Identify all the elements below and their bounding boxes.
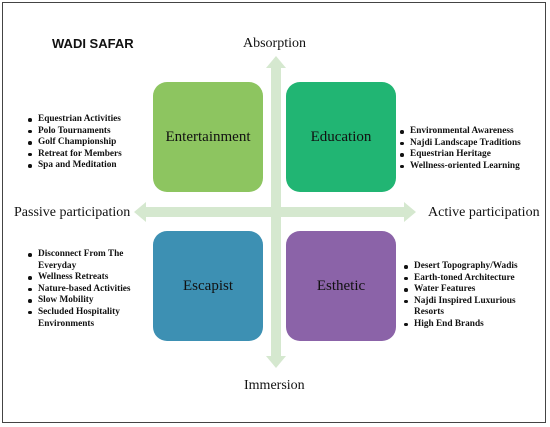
- list-item: Environmental Awareness: [398, 126, 544, 138]
- list-item: Spa and Meditation: [26, 160, 146, 172]
- quadrant-escapist: Escapist: [153, 231, 263, 341]
- quadrant-label: Entertainment: [165, 128, 251, 145]
- list-item: Nature-based Activities: [26, 284, 148, 296]
- axis-label-right: Active participation: [428, 205, 540, 220]
- list-item: Secluded Hospitality Environments: [26, 307, 148, 330]
- vertical-axis-arrow: [266, 56, 286, 368]
- list-item: Earth-toned Architecture: [402, 273, 540, 285]
- list-item: Slow Mobility: [26, 295, 148, 307]
- education-list: Environmental Awareness Najdi Landscape …: [398, 126, 544, 172]
- list-item: Equestrian Heritage: [398, 149, 544, 161]
- list-item: High End Brands: [402, 319, 540, 331]
- quadrant-label: Education: [310, 128, 372, 145]
- list-item: Golf Championship: [26, 137, 146, 149]
- quadrant-entertainment: Entertainment: [153, 82, 263, 192]
- list-item: Disconnect From The Everyday: [26, 249, 148, 272]
- entertainment-list: Equestrian Activities Polo Tournaments G…: [26, 114, 146, 172]
- list-item: Najdi Inspired Luxurious Resorts: [402, 296, 540, 319]
- axis-label-bottom: Immersion: [244, 378, 305, 393]
- axis-label-left: Passive participation: [14, 205, 131, 220]
- list-item: Polo Tournaments: [26, 126, 146, 138]
- esthetic-list: Desert Topography/Wadis Earth-toned Arch…: [402, 261, 540, 331]
- list-item: Water Features: [402, 284, 540, 296]
- quadrant-label: Escapist: [183, 277, 233, 294]
- quadrant-education: Education: [286, 82, 396, 192]
- escapist-list: Disconnect From The Everyday Wellness Re…: [26, 249, 148, 330]
- axis-label-top: Absorption: [243, 36, 306, 51]
- list-item: Najdi Landscape Traditions: [398, 138, 544, 150]
- list-item: Desert Topography/Wadis: [402, 261, 540, 273]
- diagram-title: WADI SAFAR: [52, 36, 134, 51]
- list-item: Wellness-oriented Learning: [398, 161, 544, 173]
- quadrant-esthetic: Esthetic: [286, 231, 396, 341]
- list-item: Retreat for Members: [26, 149, 146, 161]
- quadrant-label: Esthetic: [316, 277, 366, 294]
- list-item: Wellness Retreats: [26, 272, 148, 284]
- list-item: Equestrian Activities: [26, 114, 146, 126]
